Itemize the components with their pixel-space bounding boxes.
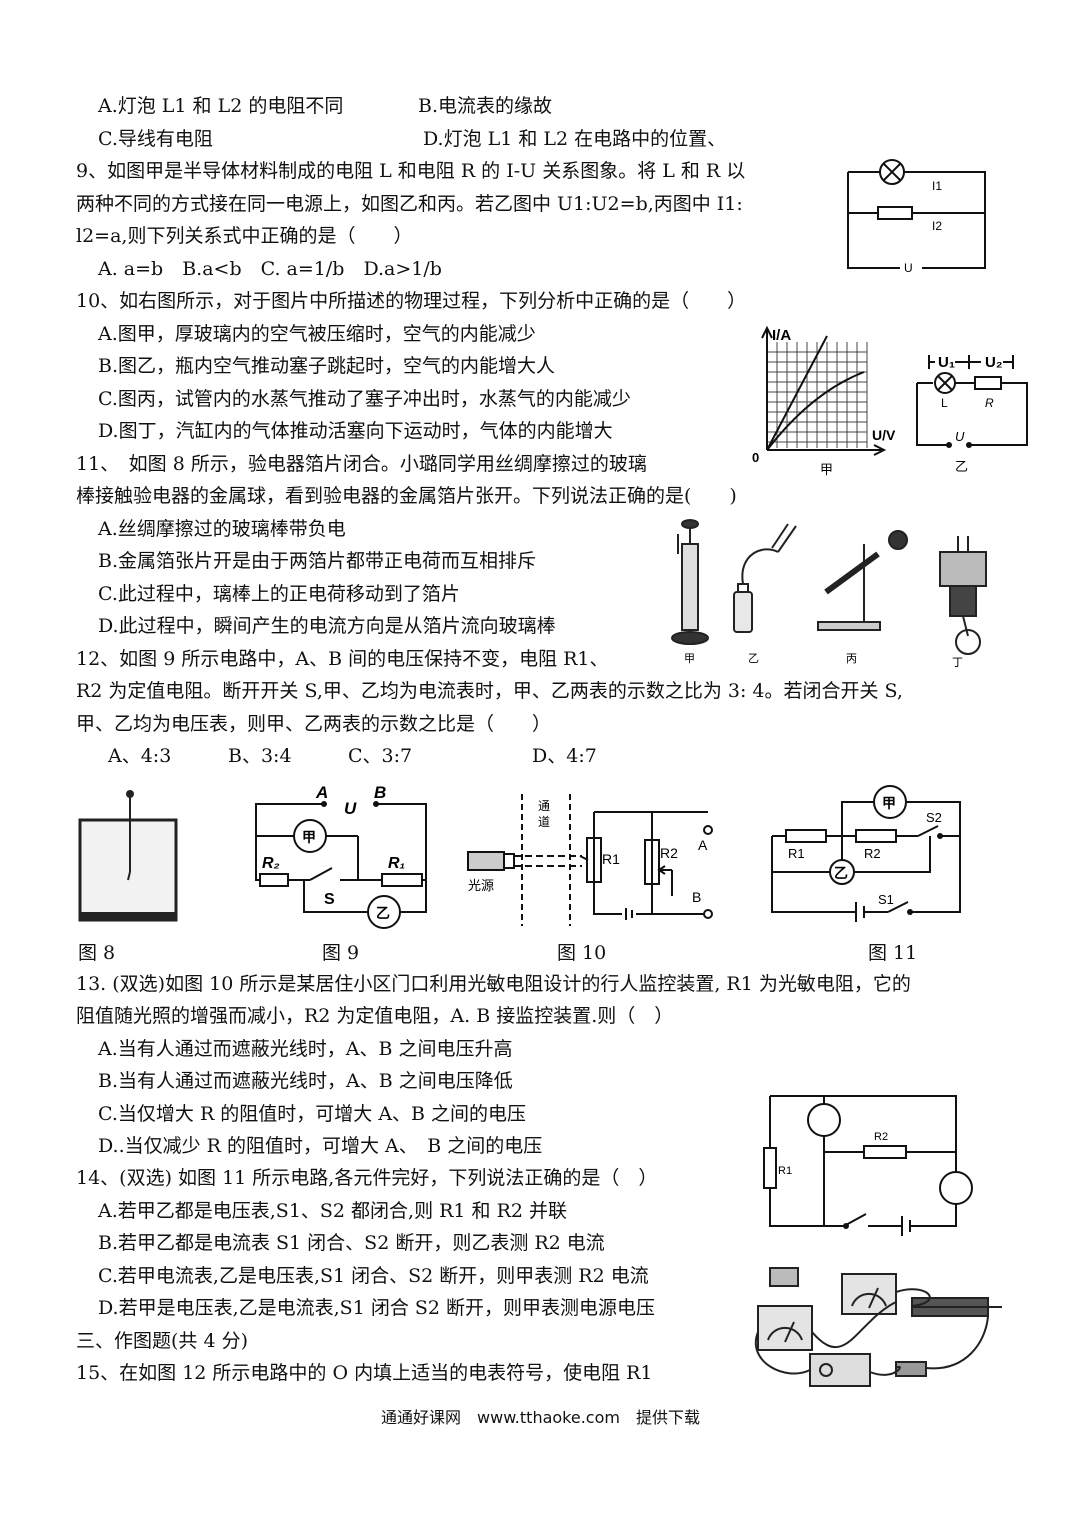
q8-option-b: B.电流表的缘故 bbox=[418, 95, 553, 117]
iu-graph-figure: I/A U/V 0 甲 bbox=[752, 325, 896, 477]
figure-8-electroscope bbox=[78, 790, 178, 922]
graph-origin: 0 bbox=[752, 450, 759, 465]
label-i1: I1 bbox=[932, 179, 942, 193]
apparatus-illustration bbox=[754, 1267, 1002, 1387]
label-u-source: U bbox=[955, 429, 965, 444]
fig11-label-s1: S1 bbox=[878, 892, 894, 907]
graph-y-label: I/A bbox=[772, 327, 791, 344]
q12-line-2: R2 为定值电阻。断开开关 S,甲、乙均为电流表时，甲、乙两表的示数之比为 3:… bbox=[76, 680, 903, 702]
q10-option-d: D.图丁，汽缸内的气体推动活塞向下运动时，气体的内能增大 bbox=[98, 420, 613, 442]
q8-option-c: C.导线有电阻 bbox=[98, 128, 213, 150]
fig12-label-r1: R1 bbox=[778, 1165, 792, 1177]
q12-option-a: A、4:3 bbox=[108, 745, 172, 767]
fig12-label-r2: R2 bbox=[874, 1131, 888, 1143]
label-r: R bbox=[985, 396, 994, 410]
fig9-label-b: B bbox=[374, 784, 386, 802]
fig10-label-dao: 道 bbox=[538, 815, 550, 829]
q9-line-1: 9、如图甲是半导体材料制成的电阻 L 和电阻 R 的 I-U 关系图象。将 L … bbox=[76, 160, 746, 182]
fig9-meter-jia: 甲 bbox=[302, 829, 316, 845]
fig11-label-r2: R2 bbox=[864, 846, 881, 861]
q11-option-c: C.此过程中，璃棒上的正电荷移动到了箔片 bbox=[98, 583, 460, 605]
q13-option-d: D..当仅减少 R 的阻值时，可增大 A、 B 之间的电压 bbox=[98, 1135, 543, 1157]
q12-option-c: C、3:7 bbox=[348, 745, 413, 767]
thermo-caption-ding: 丁 bbox=[952, 657, 963, 669]
caption-figure-8: 图 8 bbox=[78, 942, 116, 964]
page-footer: 通通好课网 www.tthaoke.com 提供下载 bbox=[381, 1408, 700, 1427]
series-circuit-caption: 乙 bbox=[955, 459, 968, 474]
figure-11-circuit: 甲 乙 R1 R2 S1 S2 bbox=[771, 785, 961, 922]
graph-caption: 甲 bbox=[820, 462, 833, 477]
thermo-caption-yi: 乙 bbox=[748, 652, 759, 665]
q9-options: A. a=b B.a<b C. a=1/b D.a>1/b bbox=[98, 258, 442, 280]
thermo-caption-jia: 甲 bbox=[684, 653, 695, 665]
fig11-meter-yi: 乙 bbox=[834, 865, 848, 881]
fig11-label-s2: S2 bbox=[926, 810, 942, 825]
figure-12-circuit: R1 R2 bbox=[763, 1095, 973, 1236]
q8-option-a: A.灯泡 L1 和 L2 的电阻不同 bbox=[98, 95, 344, 117]
label-l: L bbox=[941, 396, 948, 410]
q8-option-d: D.灯泡 L1 和 L2 在电路中的位置、 bbox=[423, 128, 727, 150]
fig10-label-r2: R2 bbox=[660, 845, 678, 861]
fig9-meter-yi: 乙 bbox=[376, 905, 390, 921]
caption-figure-11: 图 11 bbox=[868, 942, 918, 964]
series-circuit-figure: U₁ U₂ L R U 乙 bbox=[916, 354, 1028, 474]
q9-line-3: l2=a,则下列关系式中正确的是（ ） bbox=[76, 225, 413, 247]
q10-option-c: C.图丙，试管内的水蒸气推动了塞子冲出时，水蒸气的内能减少 bbox=[98, 388, 631, 410]
q14-stem: 14、(双选) 如图 11 所示电路,各元件完好，下列说法正确的是（ ） bbox=[76, 1167, 658, 1189]
q13-line-1: 13. (双选)如图 10 所示是某居住小区门口利用光敏电阻设计的行人监控装置,… bbox=[76, 973, 911, 995]
fig10-label-a: A bbox=[698, 837, 708, 853]
fig10-label-b: B bbox=[692, 889, 701, 905]
q15-line-1: 15、在如图 12 所示电路中的 O 内填上适当的电表符号，使电阻 R1 bbox=[76, 1362, 653, 1384]
q11-line-1: 11、 如图 8 所示，验电器箔片闭合。小璐同学用丝绸摩擦过的玻璃 bbox=[76, 453, 647, 475]
fig9-label-r1: R₁ bbox=[388, 855, 405, 872]
figure-10-light-monitor: 通 道 光源 R1 R2 A B bbox=[467, 794, 713, 926]
fig9-label-r2: R₂ bbox=[262, 855, 280, 872]
fig9-label-u: U bbox=[344, 799, 357, 818]
q11-option-a: A.丝绸摩擦过的玻璃棒带负电 bbox=[98, 518, 346, 540]
q12-option-b: B、3:4 bbox=[228, 745, 292, 767]
graph-x-label: U/V bbox=[872, 427, 896, 443]
fig11-label-r1: R1 bbox=[788, 846, 805, 861]
label-u1: U₁ bbox=[938, 354, 955, 371]
q11-option-b: B.金属箔张片开是由于两箔片都带正电荷而互相排斥 bbox=[98, 550, 537, 572]
caption-figure-9: 图 9 bbox=[322, 942, 360, 964]
q14-option-c: C.若甲电流表,乙是电压表,S1 闭合、S2 断开，则甲表测 R2 电流 bbox=[98, 1265, 649, 1287]
fig9-label-s: S bbox=[324, 891, 335, 908]
label-u2: U₂ bbox=[985, 354, 1003, 371]
q9-line-2: 两种不同的方式接在同一电源上，如图乙和丙。若乙图中 U1:U2=b,丙图中 I1… bbox=[76, 193, 743, 215]
q13-option-b: B.当有人通过而遮蔽光线时，A、B 之间电压降低 bbox=[98, 1070, 513, 1092]
q11-line-2: 棒接触验电器的金属球，看到验电器的金属箔片张开。下列说法正确的是( ) bbox=[76, 485, 737, 507]
q10-stem: 10、如右图所示，对于图片中所描述的物理过程，下列分析中正确的是（ ） bbox=[76, 290, 747, 312]
fig9-label-a: A bbox=[315, 784, 328, 802]
q12-option-d: D、4:7 bbox=[532, 745, 597, 767]
thermodynamics-illustrations: 甲 乙 丙 丁 bbox=[671, 519, 987, 669]
fig10-label-r1: R1 bbox=[602, 851, 620, 867]
q14-option-d: D.若甲是电压表,乙是电流表,S1 闭合 S2 断开，则甲表测电源电压 bbox=[98, 1297, 656, 1319]
figure-9-circuit: A U B 甲 乙 R₂ R₁ S bbox=[255, 784, 427, 929]
label-i2: I2 bbox=[932, 219, 942, 233]
fig10-label-tong: 通 bbox=[538, 799, 550, 813]
q11-option-d: D.此过程中，瞬间产生的电流方向是从箔片流向玻璃棒 bbox=[98, 615, 556, 637]
q14-option-b: B.若甲乙都是电流表 S1 闭合、S2 断开，则乙表测 R2 电流 bbox=[98, 1232, 605, 1254]
thermo-caption-bing: 丙 bbox=[846, 653, 857, 665]
caption-figure-10: 图 10 bbox=[557, 942, 607, 964]
parallel-circuit-figure: I1 I2 U bbox=[847, 159, 986, 275]
q10-option-a: A.图甲，厚玻璃内的空气被压缩时，空气的内能减少 bbox=[98, 323, 536, 345]
q13-option-a: A.当有人通过而遮蔽光线时，A、B 之间电压升高 bbox=[98, 1038, 513, 1060]
q10-option-b: B.图乙，瓶内空气推动塞子跳起时，空气的内能增大人 bbox=[98, 355, 556, 377]
section-3-heading: 三、作图题(共 4 分) bbox=[76, 1330, 248, 1352]
q14-option-a: A.若甲乙都是电压表,S1、S2 都闭合,则 R1 和 R2 并联 bbox=[98, 1200, 568, 1222]
fig10-label-light: 光源 bbox=[468, 878, 494, 893]
q12-line-1: 12、如图 9 所示电路中，A、B 间的电压保持不变，电阻 R1、 bbox=[76, 648, 609, 670]
q12-line-3: 甲、乙均为电压表，则甲、乙两表的示数之比是（ ） bbox=[76, 713, 552, 735]
q13-line-2: 阻值随光照的增强而减小，R2 为定值电阻，A. B 接监控装置.则（ ） bbox=[76, 1005, 674, 1027]
label-u: U bbox=[904, 261, 913, 275]
fig11-meter-jia: 甲 bbox=[882, 795, 896, 811]
q13-option-c: C.当仅增大 R 的阻值时，可增大 A、B 之间的电压 bbox=[98, 1103, 527, 1125]
